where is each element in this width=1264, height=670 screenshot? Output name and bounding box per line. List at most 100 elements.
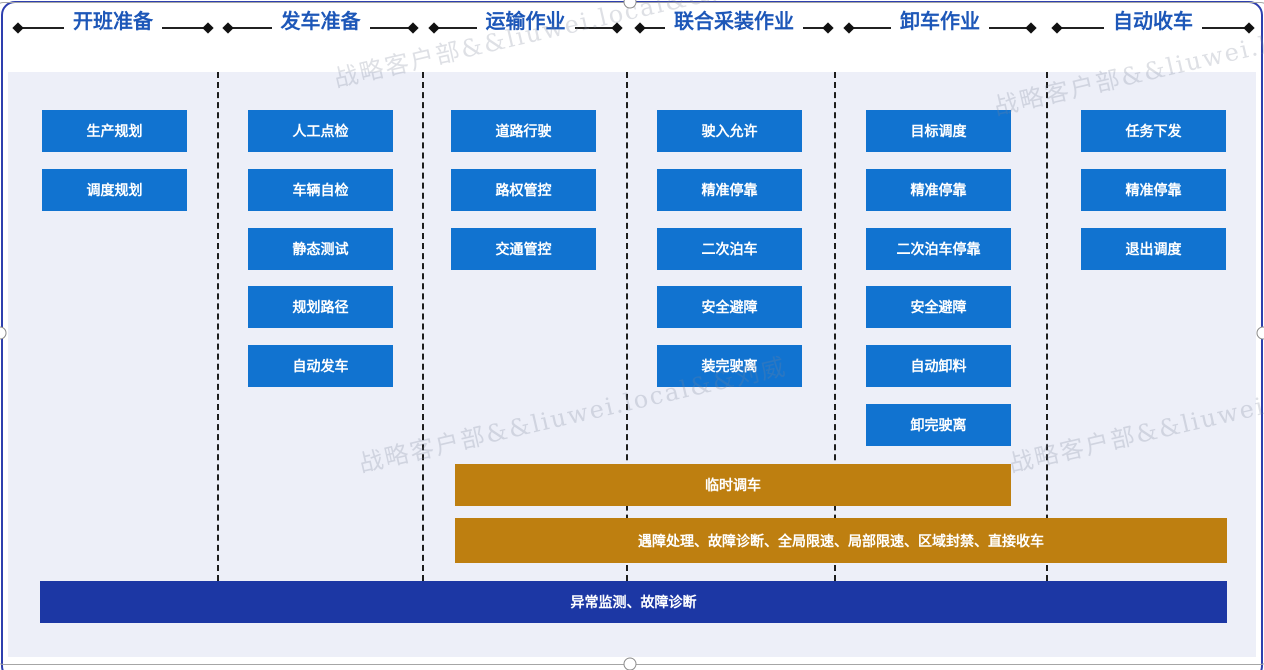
phase-header: 运输作业 bbox=[428, 11, 623, 45]
step-box[interactable]: 人工点检 bbox=[248, 110, 393, 152]
step-label: 精准停靠 bbox=[1125, 182, 1182, 198]
connector-line bbox=[803, 27, 824, 29]
diamond-icon bbox=[611, 22, 623, 34]
step-box[interactable]: 装完驶离 bbox=[657, 345, 802, 387]
step-label: 生产规划 bbox=[86, 123, 143, 139]
step-label: 任务下发 bbox=[1125, 123, 1182, 139]
step-label: 自动发车 bbox=[292, 358, 349, 374]
step-box[interactable]: 自动发车 bbox=[248, 345, 393, 387]
connector-line bbox=[989, 27, 1027, 29]
phase-divider bbox=[834, 72, 836, 581]
step-label: 车辆自检 bbox=[292, 182, 349, 198]
step-label: 安全避障 bbox=[701, 299, 758, 315]
step-box[interactable]: 安全避障 bbox=[657, 286, 802, 328]
diamond-icon bbox=[843, 22, 855, 34]
step-label: 二次泊车 bbox=[701, 241, 758, 257]
phase-header: 自动收车 bbox=[1051, 11, 1255, 45]
connector-line bbox=[574, 27, 613, 29]
step-box[interactable]: 精准停靠 bbox=[1081, 169, 1226, 211]
step-label: 精准停靠 bbox=[910, 182, 967, 198]
connector-line bbox=[644, 27, 665, 29]
bar-exception-handling[interactable]: 遇障处理、故障诊断、全局限速、局部限速、区域封禁、直接收车 bbox=[455, 518, 1227, 563]
step-box[interactable]: 二次泊车停靠 bbox=[866, 228, 1011, 270]
phase-title: 自动收车 bbox=[1113, 11, 1193, 33]
diamond-icon bbox=[1025, 22, 1037, 34]
step-box[interactable]: 自动卸料 bbox=[866, 345, 1011, 387]
step-box[interactable]: 交通管控 bbox=[451, 228, 596, 270]
step-label: 路权管控 bbox=[495, 182, 552, 198]
content-background bbox=[8, 72, 1256, 657]
phase-divider bbox=[217, 72, 219, 581]
phase-divider bbox=[626, 72, 628, 581]
connector-line bbox=[22, 27, 64, 29]
step-box[interactable]: 精准停靠 bbox=[866, 169, 1011, 211]
phase-header: 开班准备 bbox=[12, 11, 214, 45]
diamond-icon bbox=[1243, 22, 1255, 34]
step-label: 卸完驶离 bbox=[910, 417, 967, 433]
step-label: 调度规划 bbox=[86, 182, 143, 198]
bar-label: 遇障处理、故障诊断、全局限速、局部限速、区域封禁、直接收车 bbox=[638, 532, 1044, 549]
step-box[interactable]: 车辆自检 bbox=[248, 169, 393, 211]
step-label: 交通管控 bbox=[495, 241, 552, 257]
phase-header: 发车准备 bbox=[222, 11, 419, 45]
phase-title: 发车准备 bbox=[280, 11, 361, 33]
step-box[interactable]: 退出调度 bbox=[1081, 228, 1226, 270]
phase-header: 卸车作业 bbox=[843, 11, 1037, 45]
step-label: 精准停靠 bbox=[701, 182, 758, 198]
step-label: 退出调度 bbox=[1125, 241, 1182, 257]
step-box[interactable]: 道路行驶 bbox=[451, 110, 596, 152]
resize-handle-top[interactable] bbox=[623, 0, 637, 9]
step-label: 驶入允许 bbox=[701, 123, 758, 139]
diamond-icon bbox=[222, 22, 234, 34]
step-label: 自动卸料 bbox=[910, 358, 967, 374]
step-box[interactable]: 安全避障 bbox=[866, 286, 1011, 328]
bar-temporary-dispatch[interactable]: 临时调车 bbox=[455, 464, 1011, 506]
diamond-icon bbox=[428, 22, 440, 34]
resize-handle-left[interactable] bbox=[0, 326, 7, 340]
diamond-icon bbox=[822, 22, 834, 34]
diamond-icon bbox=[12, 22, 24, 34]
bar-label: 临时调车 bbox=[705, 477, 761, 493]
resize-handle-right[interactable] bbox=[1256, 326, 1264, 340]
diamond-icon bbox=[407, 22, 419, 34]
step-label: 道路行驶 bbox=[495, 123, 552, 139]
step-box[interactable]: 卸完驶离 bbox=[866, 404, 1011, 446]
step-label: 装完驶离 bbox=[701, 358, 758, 374]
step-box[interactable]: 调度规划 bbox=[42, 169, 187, 211]
step-label: 目标调度 bbox=[910, 123, 967, 139]
phase-title: 运输作业 bbox=[485, 11, 566, 33]
connector-line bbox=[853, 27, 891, 29]
step-label: 规划路径 bbox=[292, 299, 349, 315]
diamond-icon bbox=[202, 22, 214, 34]
bar-anomaly-monitoring[interactable]: 异常监测、故障诊断 bbox=[40, 581, 1227, 623]
step-box[interactable]: 规划路径 bbox=[248, 286, 393, 328]
step-box[interactable]: 二次泊车 bbox=[657, 228, 802, 270]
diamond-icon bbox=[1051, 22, 1063, 34]
phase-title: 卸车作业 bbox=[900, 11, 980, 33]
connector-line bbox=[1202, 27, 1245, 29]
step-box[interactable]: 静态测试 bbox=[248, 228, 393, 270]
step-label: 二次泊车停靠 bbox=[896, 241, 981, 257]
step-box[interactable]: 目标调度 bbox=[866, 110, 1011, 152]
step-label: 人工点检 bbox=[292, 123, 349, 139]
phase-divider bbox=[422, 72, 424, 581]
step-box[interactable]: 生产规划 bbox=[42, 110, 187, 152]
step-box[interactable]: 路权管控 bbox=[451, 169, 596, 211]
step-box[interactable]: 精准停靠 bbox=[657, 169, 802, 211]
step-label: 安全避障 bbox=[910, 299, 967, 315]
phase-title: 开班准备 bbox=[73, 11, 153, 33]
bar-label: 异常监测、故障诊断 bbox=[570, 594, 697, 610]
step-box[interactable]: 任务下发 bbox=[1081, 110, 1226, 152]
connector-line bbox=[162, 27, 204, 29]
step-label: 静态测试 bbox=[292, 241, 349, 257]
phase-divider bbox=[1046, 72, 1048, 581]
phase-title: 联合采装作业 bbox=[674, 11, 794, 33]
resize-handle-bottom[interactable] bbox=[623, 657, 637, 670]
connector-line bbox=[438, 27, 477, 29]
connector-line bbox=[232, 27, 272, 29]
connector-line bbox=[369, 27, 409, 29]
diamond-icon bbox=[634, 22, 646, 34]
connector-line bbox=[1061, 27, 1104, 29]
step-box[interactable]: 驶入允许 bbox=[657, 110, 802, 152]
